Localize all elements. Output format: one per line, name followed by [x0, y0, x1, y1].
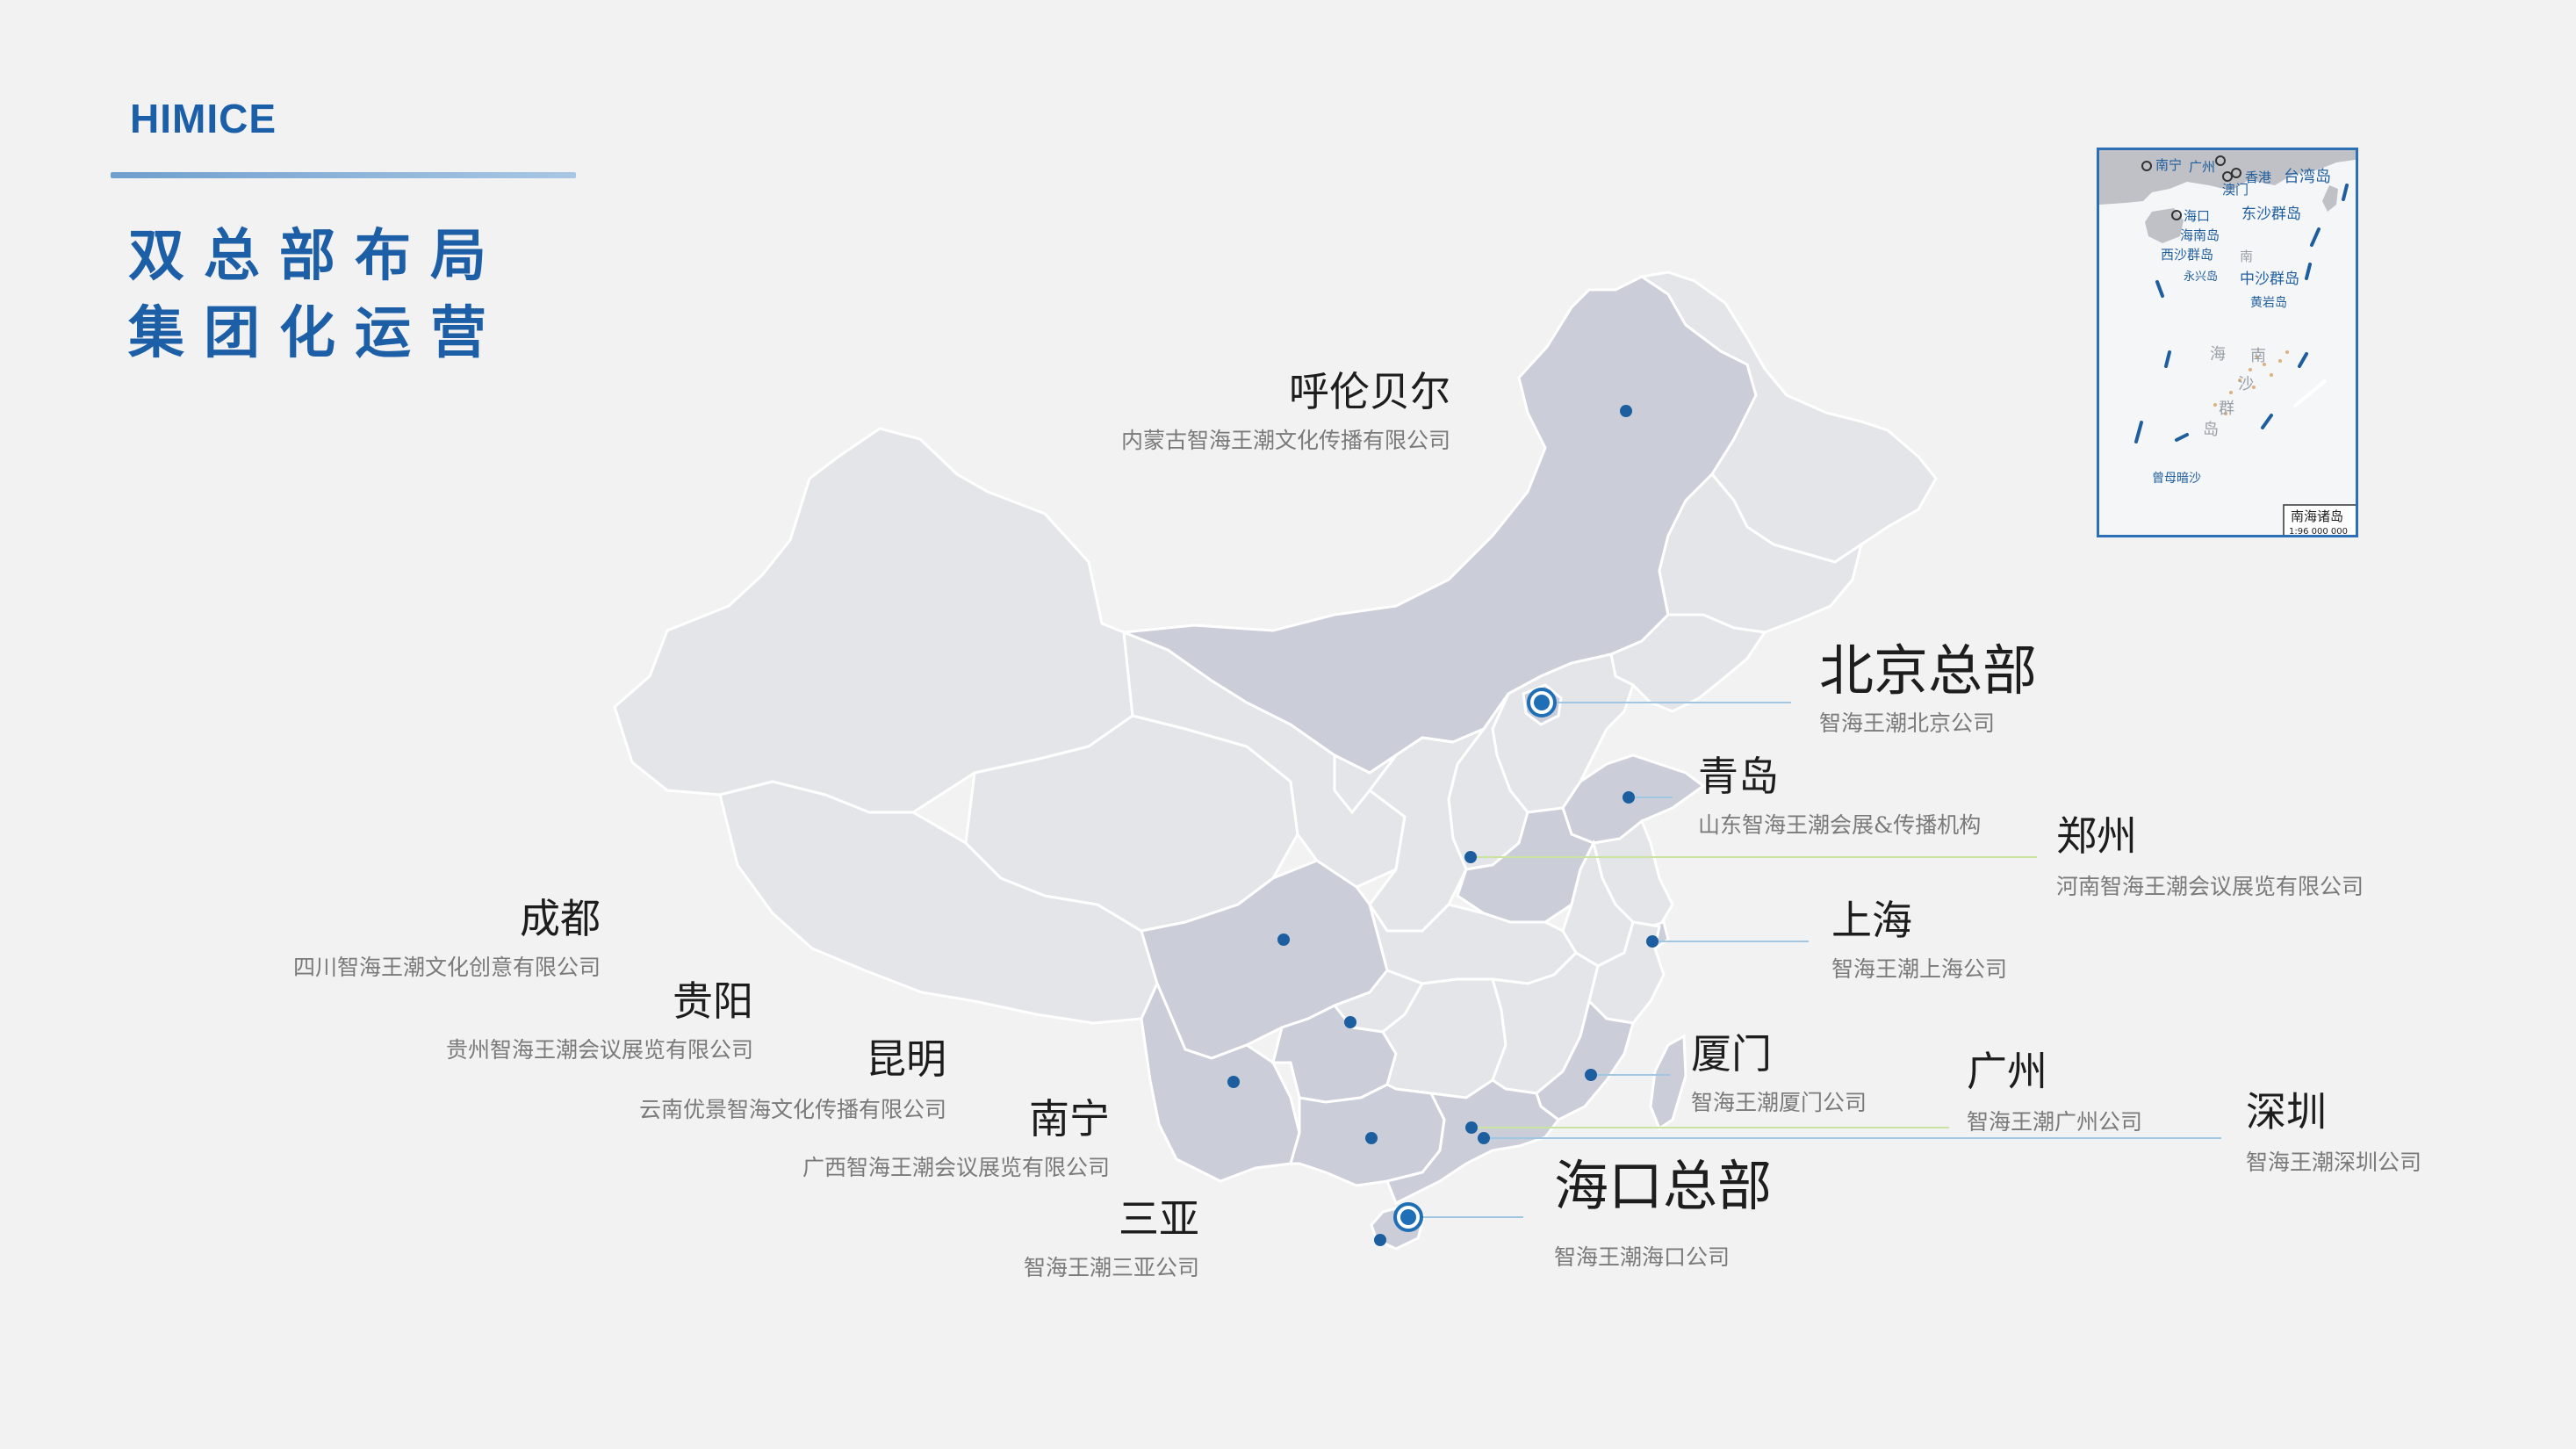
location-company-13: 智海王潮海口公司	[1554, 1244, 1730, 1270]
location-name-4: 上海	[1831, 897, 1912, 944]
province-guangdong	[1385, 1078, 1561, 1206]
location-name-13: 海口总部	[1554, 1154, 1772, 1218]
location-company-2: 山东智海王潮会展&传播机构	[1698, 812, 1981, 838]
province-fujian	[1535, 998, 1635, 1121]
inset-label-nansha-1: 南	[2250, 347, 2266, 365]
location-company-11: 智海王潮深圳公司	[2246, 1150, 2421, 1175]
location-company-3: 河南智海王潮会议展览有限公司	[2056, 874, 2364, 899]
location-name-8: 南宁	[1029, 1095, 1110, 1143]
location-company-7: 云南优景智海文化传播有限公司	[639, 1097, 946, 1122]
location-marker-2[interactable]	[1623, 791, 1635, 804]
inset-label-hainan-island: 海南岛	[2180, 227, 2220, 243]
province-liaoning	[1609, 613, 1767, 713]
inset-label-guangzhou: 广州	[2189, 159, 2215, 175]
south-china-sea-inset: 南宁 广州 香港 澳门 台湾岛 海口 东沙群岛 海南岛 西沙群岛 永兴岛 中沙群…	[2097, 148, 2358, 537]
location-markers	[1227, 405, 1659, 1246]
location-name-11: 深圳	[2246, 1088, 2327, 1135]
location-name-1: 北京总部	[1819, 638, 2037, 703]
location-marker-4[interactable]	[1646, 935, 1659, 948]
inset-label-yongxing: 永兴岛	[2184, 270, 2218, 284]
location-name-7: 昆明	[866, 1035, 946, 1083]
province-shaanxi	[1367, 725, 1488, 933]
inset-label-zengmu: 曾母暗沙	[2152, 472, 2201, 486]
location-marker-5[interactable]	[1277, 934, 1290, 946]
location-name-9: 厦门	[1691, 1030, 1772, 1078]
location-name-10: 广州	[1967, 1048, 2047, 1095]
inset-label-sea-2: 海	[2210, 345, 2226, 364]
location-name-2: 青岛	[1698, 753, 1779, 800]
province-heilongjiang	[1638, 270, 1938, 564]
inset-label-nansha-3: 群	[2219, 400, 2234, 418]
inset-label-zhongsha: 中沙群岛	[2240, 270, 2299, 288]
inset-label-haikou: 海口	[2184, 208, 2210, 224]
inset-label-taiwan-island: 台湾岛	[2284, 168, 2331, 186]
location-name-6: 贵阳	[673, 977, 753, 1025]
headline-line-1: 双总部布局	[128, 224, 506, 289]
location-name-3: 郑州	[2056, 812, 2137, 860]
province-taiwan	[1649, 1034, 1687, 1131]
location-marker-3[interactable]	[1464, 851, 1477, 863]
location-company-0: 内蒙古智海王潮文化传播有限公司	[1121, 428, 1450, 453]
brand-logo: HIMICE	[130, 96, 277, 141]
location-marker-7[interactable]	[1227, 1076, 1240, 1088]
inset-label-huangyan: 黄岩岛	[2250, 295, 2287, 310]
location-marker-0[interactable]	[1620, 405, 1632, 417]
location-labels: 呼伦贝尔内蒙古智海王潮文化传播有限公司北京总部智海王潮北京公司青岛山东智海王潮会…	[293, 368, 2421, 1280]
connector-lines	[623, 410, 2221, 1241]
location-company-12: 智海王潮三亚公司	[1024, 1255, 1199, 1280]
inset-mainland	[2099, 150, 2356, 205]
inset-label-macau: 澳门	[2222, 182, 2249, 198]
location-company-1: 智海王潮北京公司	[1819, 710, 1995, 736]
headline-line-2: 集团化运营	[128, 301, 506, 366]
location-company-5: 四川智海王潮文化创意有限公司	[293, 955, 601, 980]
inset-scale: 1:96 000 000	[2289, 527, 2348, 537]
inset-taiwan	[2322, 185, 2338, 212]
brand-divider	[111, 172, 576, 178]
location-marker-12[interactable]	[1374, 1234, 1386, 1246]
hq-marker-13[interactable]	[1400, 1209, 1416, 1225]
location-marker-8[interactable]	[1365, 1132, 1378, 1144]
location-name-12: 三亚	[1119, 1195, 1199, 1243]
inset-label-nanning: 南宁	[2155, 157, 2182, 173]
location-company-9: 智海王潮厦门公司	[1691, 1090, 1867, 1115]
inset-label-sea-1: 南	[2240, 249, 2253, 264]
inset-caption: 南海诸岛	[2291, 508, 2343, 524]
location-marker-9[interactable]	[1585, 1069, 1597, 1081]
inset-label-hongkong: 香港	[2245, 169, 2271, 185]
hq-marker-1[interactable]	[1534, 695, 1550, 710]
location-company-4: 智海王潮上海公司	[1831, 956, 2007, 982]
location-marker-11[interactable]	[1478, 1132, 1490, 1144]
location-name-0: 呼伦贝尔	[1289, 368, 1450, 415]
location-marker-6[interactable]	[1344, 1016, 1356, 1028]
inset-label-xisha: 西沙群岛	[2161, 247, 2213, 263]
location-marker-10[interactable]	[1465, 1121, 1478, 1134]
location-name-5: 成都	[520, 895, 601, 942]
location-company-10: 智海王潮广州公司	[1967, 1109, 2142, 1135]
inset-label-nansha-2: 沙	[2238, 375, 2254, 393]
location-company-8: 广西智海王潮会议展览有限公司	[802, 1155, 1110, 1180]
inset-label-nansha-4: 岛	[2203, 421, 2219, 439]
location-company-6: 贵州智海王潮会议展览有限公司	[446, 1037, 753, 1063]
province-ningxia	[1333, 753, 1398, 815]
inset-label-dongsha: 东沙群岛	[2241, 205, 2301, 223]
inset-hainan	[2145, 208, 2184, 243]
